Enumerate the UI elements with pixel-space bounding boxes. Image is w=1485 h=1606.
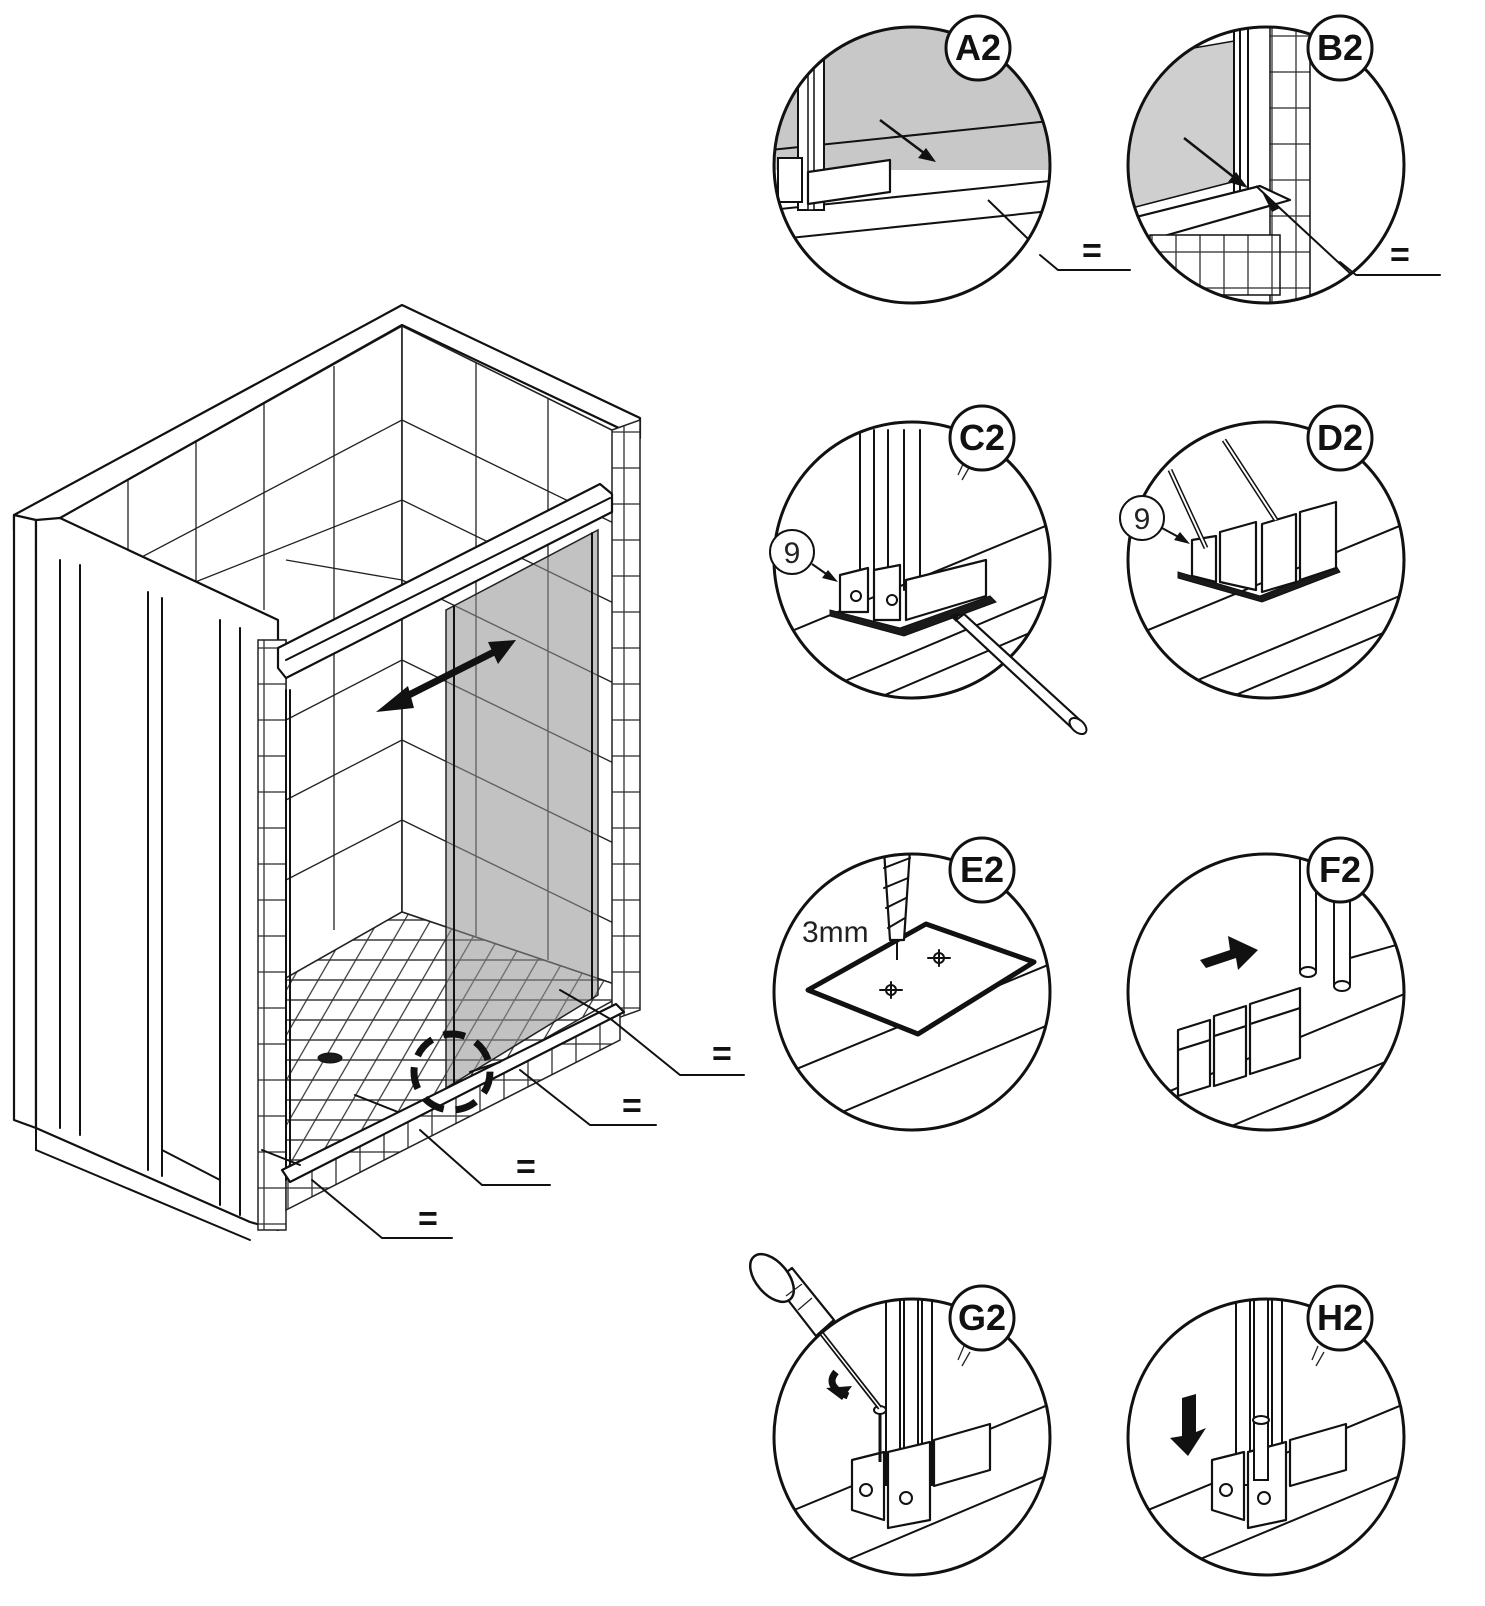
g2-badge: [948, 1284, 1016, 1352]
d2-label: D2: [1317, 417, 1363, 458]
h2-badge: [1306, 1284, 1374, 1352]
detail-e2: 3mm E2: [772, 836, 1052, 1132]
insert-arrow-icon: [1200, 936, 1258, 970]
f2-badge: [1306, 836, 1374, 904]
pencil-icon: [950, 612, 1088, 736]
sliding-glass-panel: [445, 528, 599, 1090]
right-brick-column: [611, 418, 641, 1022]
drain: [317, 1052, 343, 1064]
screwdriver-icon: [748, 1252, 882, 1410]
d2-part-number: 9: [1134, 503, 1151, 536]
h2-label: H2: [1317, 1297, 1363, 1338]
equal-mark-3: =: [516, 1148, 536, 1186]
equal-mark-4: =: [418, 1200, 438, 1238]
b2-badge: [1306, 14, 1374, 82]
c2-label: C2: [959, 417, 1005, 458]
a2-label: A2: [955, 27, 1001, 68]
left-wall-front: [12, 513, 38, 1130]
equal-mark-1: =: [712, 1035, 732, 1073]
detail-a2: = A2: [772, 14, 1131, 305]
left-wall-panel: [34, 516, 280, 1232]
left-wall-panel-lines: [35, 559, 251, 1241]
c2-part-number: 9: [784, 537, 801, 570]
b2-equal-mark: =: [1390, 236, 1410, 274]
bottom-rail: [280, 1002, 626, 1184]
detail-f2: F2: [1126, 836, 1406, 1132]
equal-callouts: = = = =: [261, 989, 745, 1239]
equal-mark-2: =: [622, 1087, 642, 1125]
detail-c2: 9 C2: [769, 404, 1088, 736]
d2-part-callout: [1119, 495, 1165, 541]
b2-label: B2: [1317, 27, 1363, 68]
detail-highlight-circle: [410, 1030, 494, 1114]
e2-badge: [948, 836, 1016, 904]
c2-badge: [948, 404, 1016, 472]
detail-g2: G2: [748, 1252, 1052, 1577]
left-brick-column: [257, 639, 287, 1231]
e2-drill-size: 3mm: [802, 916, 869, 949]
slide-direction-arrow: [376, 640, 516, 712]
a2-badge: [944, 14, 1012, 82]
detail-d2: 9 D2: [1119, 404, 1406, 700]
shower-enclosure-drawing: = = = =: [12, 303, 745, 1241]
c2-part-callout: [769, 529, 815, 575]
a2-equal-mark: =: [1082, 232, 1102, 270]
detail-h2: H2: [1126, 1284, 1406, 1577]
d2-badge: [1306, 404, 1374, 472]
g2-label: G2: [958, 1297, 1006, 1338]
f2-label: F2: [1319, 849, 1361, 890]
push-down-arrow-icon: [1170, 1394, 1206, 1456]
detail-b2: = B2: [1126, 14, 1441, 305]
e2-label: E2: [960, 849, 1004, 890]
